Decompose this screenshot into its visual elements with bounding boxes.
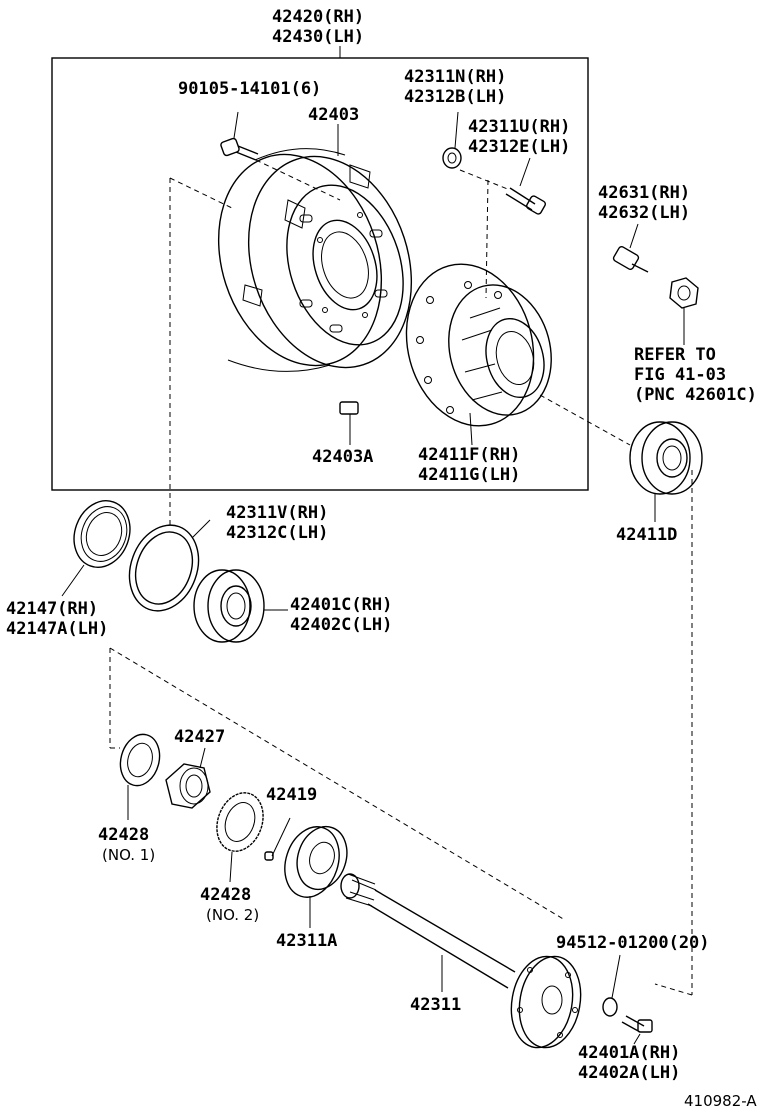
label-hub-rh: 42411F(RH) bbox=[418, 445, 520, 465]
label-hub-assy-rh: 42420(RH) bbox=[272, 7, 364, 27]
label-drum: 42403 bbox=[308, 105, 359, 125]
toothed-washer-icon bbox=[216, 792, 264, 852]
hex-nut-icon bbox=[669, 277, 699, 309]
label-bolt-rh: 42401A(RH) bbox=[578, 1043, 680, 1063]
label-oil-seal: 42311A bbox=[276, 931, 337, 951]
label-hub-bolt-lh: 42312E(LH) bbox=[468, 137, 570, 157]
label-refer-1: REFER TO bbox=[634, 345, 716, 365]
label-washer-no2: 42428 bbox=[200, 885, 251, 905]
label-bearing-inner: 42411D bbox=[616, 525, 677, 545]
label-refer-2: FIG 41-03 bbox=[634, 365, 726, 385]
washer-icon bbox=[119, 733, 161, 787]
hub-icon bbox=[405, 263, 552, 427]
outer-bearing-icon bbox=[193, 569, 265, 643]
label-plug: 42403A bbox=[312, 447, 373, 467]
screw-icon bbox=[264, 817, 291, 861]
label-seal-rh: 42147(RH) bbox=[6, 599, 98, 619]
lock-nut-icon bbox=[165, 763, 211, 809]
label-bolt-lh: 42402A(LH) bbox=[578, 1063, 680, 1083]
label-nut-lh: 42312B(LH) bbox=[404, 87, 506, 107]
hub-bolt-icon bbox=[505, 187, 547, 215]
label-outer-bearing-lh: 42402C(LH) bbox=[290, 615, 392, 635]
assembly-frame bbox=[51, 57, 589, 491]
label-lock-nut: 42427 bbox=[174, 727, 225, 747]
label-seal-lh: 42147A(LH) bbox=[6, 619, 108, 639]
figure-id: 410982-A bbox=[684, 1092, 757, 1110]
label-outer-bearing-rh: 42401C(RH) bbox=[290, 595, 392, 615]
bolt-icon bbox=[220, 137, 259, 161]
label-washer-no1: 42428 bbox=[98, 825, 149, 845]
label-hub-bolt-rh: 42311U(RH) bbox=[468, 117, 570, 137]
label-washer-no1-note: (NO. 1) bbox=[102, 846, 155, 864]
label-bolt-90105: 90105-14101(6) bbox=[178, 79, 321, 99]
seal-icon bbox=[73, 500, 131, 568]
hub-bolt-lower-icon bbox=[621, 1015, 653, 1033]
label-nut-rh: 42311N(RH) bbox=[404, 67, 506, 87]
label-refer-3: (PNC 42601C) bbox=[634, 385, 757, 405]
label-stud-rh: 42631(RH) bbox=[598, 183, 690, 203]
brake-drum-icon bbox=[217, 148, 413, 372]
label-washer-no2-note: (NO. 2) bbox=[206, 906, 259, 924]
stud-icon bbox=[612, 245, 649, 273]
race-icon bbox=[128, 524, 200, 612]
label-lock-washer: 42419 bbox=[266, 785, 317, 805]
plug-icon bbox=[339, 401, 359, 415]
bearing-icon bbox=[629, 421, 703, 495]
nut-icon bbox=[442, 147, 462, 169]
label-race-rh: 42311V(RH) bbox=[226, 503, 328, 523]
axle-shaft-icon bbox=[340, 873, 582, 1049]
label-washer-94512: 94512-01200(20) bbox=[556, 933, 710, 953]
label-race-lh: 42312C(LH) bbox=[226, 523, 328, 543]
label-hub-assy-lh: 42430(LH) bbox=[272, 27, 364, 47]
label-stud-lh: 42632(LH) bbox=[598, 203, 690, 223]
label-axle-shaft: 42311 bbox=[410, 995, 461, 1015]
label-hub-lh: 42411G(LH) bbox=[418, 465, 520, 485]
small-washer-icon bbox=[602, 997, 618, 1017]
oil-seal-icon bbox=[284, 825, 348, 898]
